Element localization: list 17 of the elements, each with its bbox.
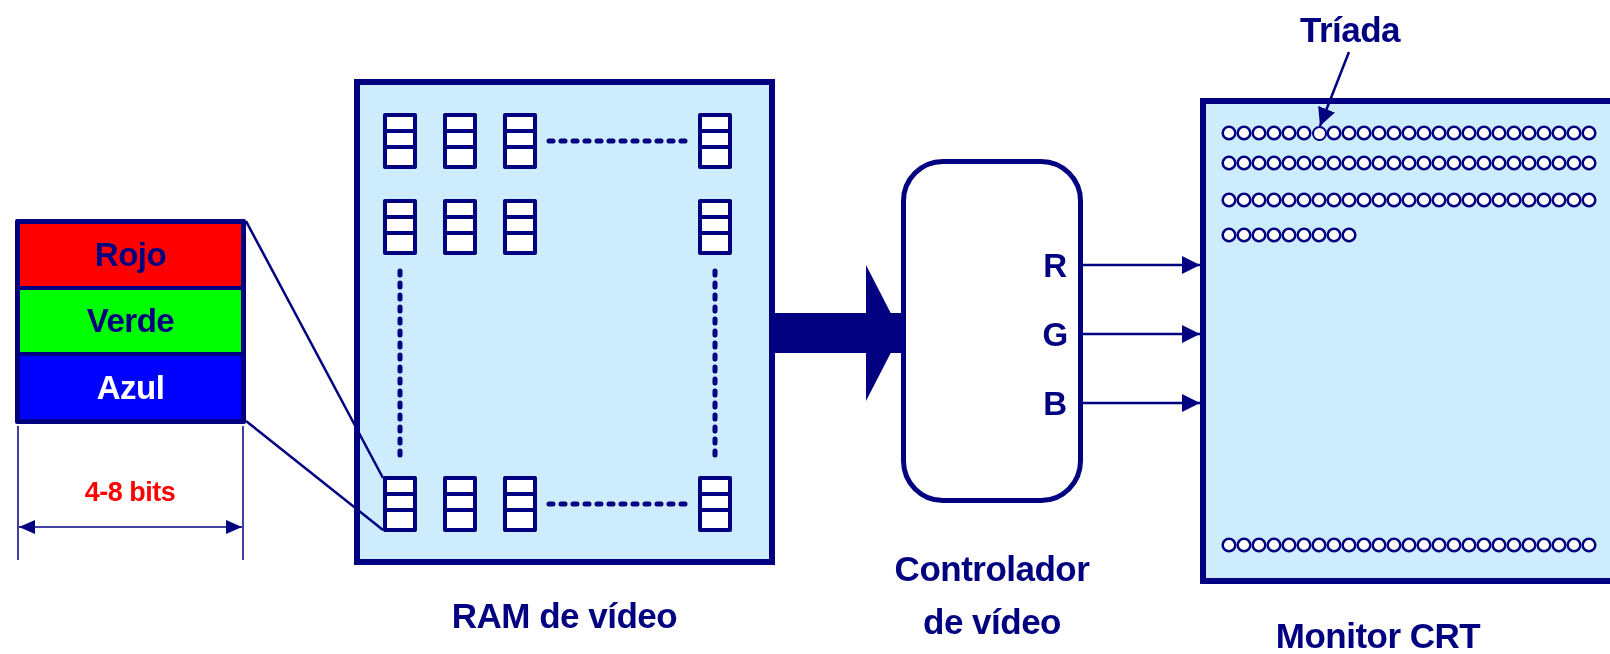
- node-label: R: [1042, 246, 1068, 286]
- node-label: Controlador de vídeo: [893, 548, 1091, 643]
- node-label: Rojo: [93, 235, 168, 275]
- node-label: Verde: [85, 301, 176, 341]
- node-label: G: [1041, 315, 1069, 355]
- node-label: Tríada: [1298, 9, 1402, 51]
- memory-cell: [383, 476, 417, 532]
- node-label: B: [1042, 384, 1068, 424]
- pixel-register-box: [15, 219, 246, 424]
- triad-dot: [1312, 126, 1327, 141]
- color-band: [20, 356, 241, 419]
- node-label: Azul: [95, 368, 166, 408]
- dimension-label: 4-8 bits: [83, 476, 177, 508]
- node-label: Monitor CRT: [1274, 615, 1482, 654]
- color-band: [20, 224, 241, 286]
- node-label: RAM de vídeo: [450, 595, 679, 637]
- color-band: [20, 290, 241, 352]
